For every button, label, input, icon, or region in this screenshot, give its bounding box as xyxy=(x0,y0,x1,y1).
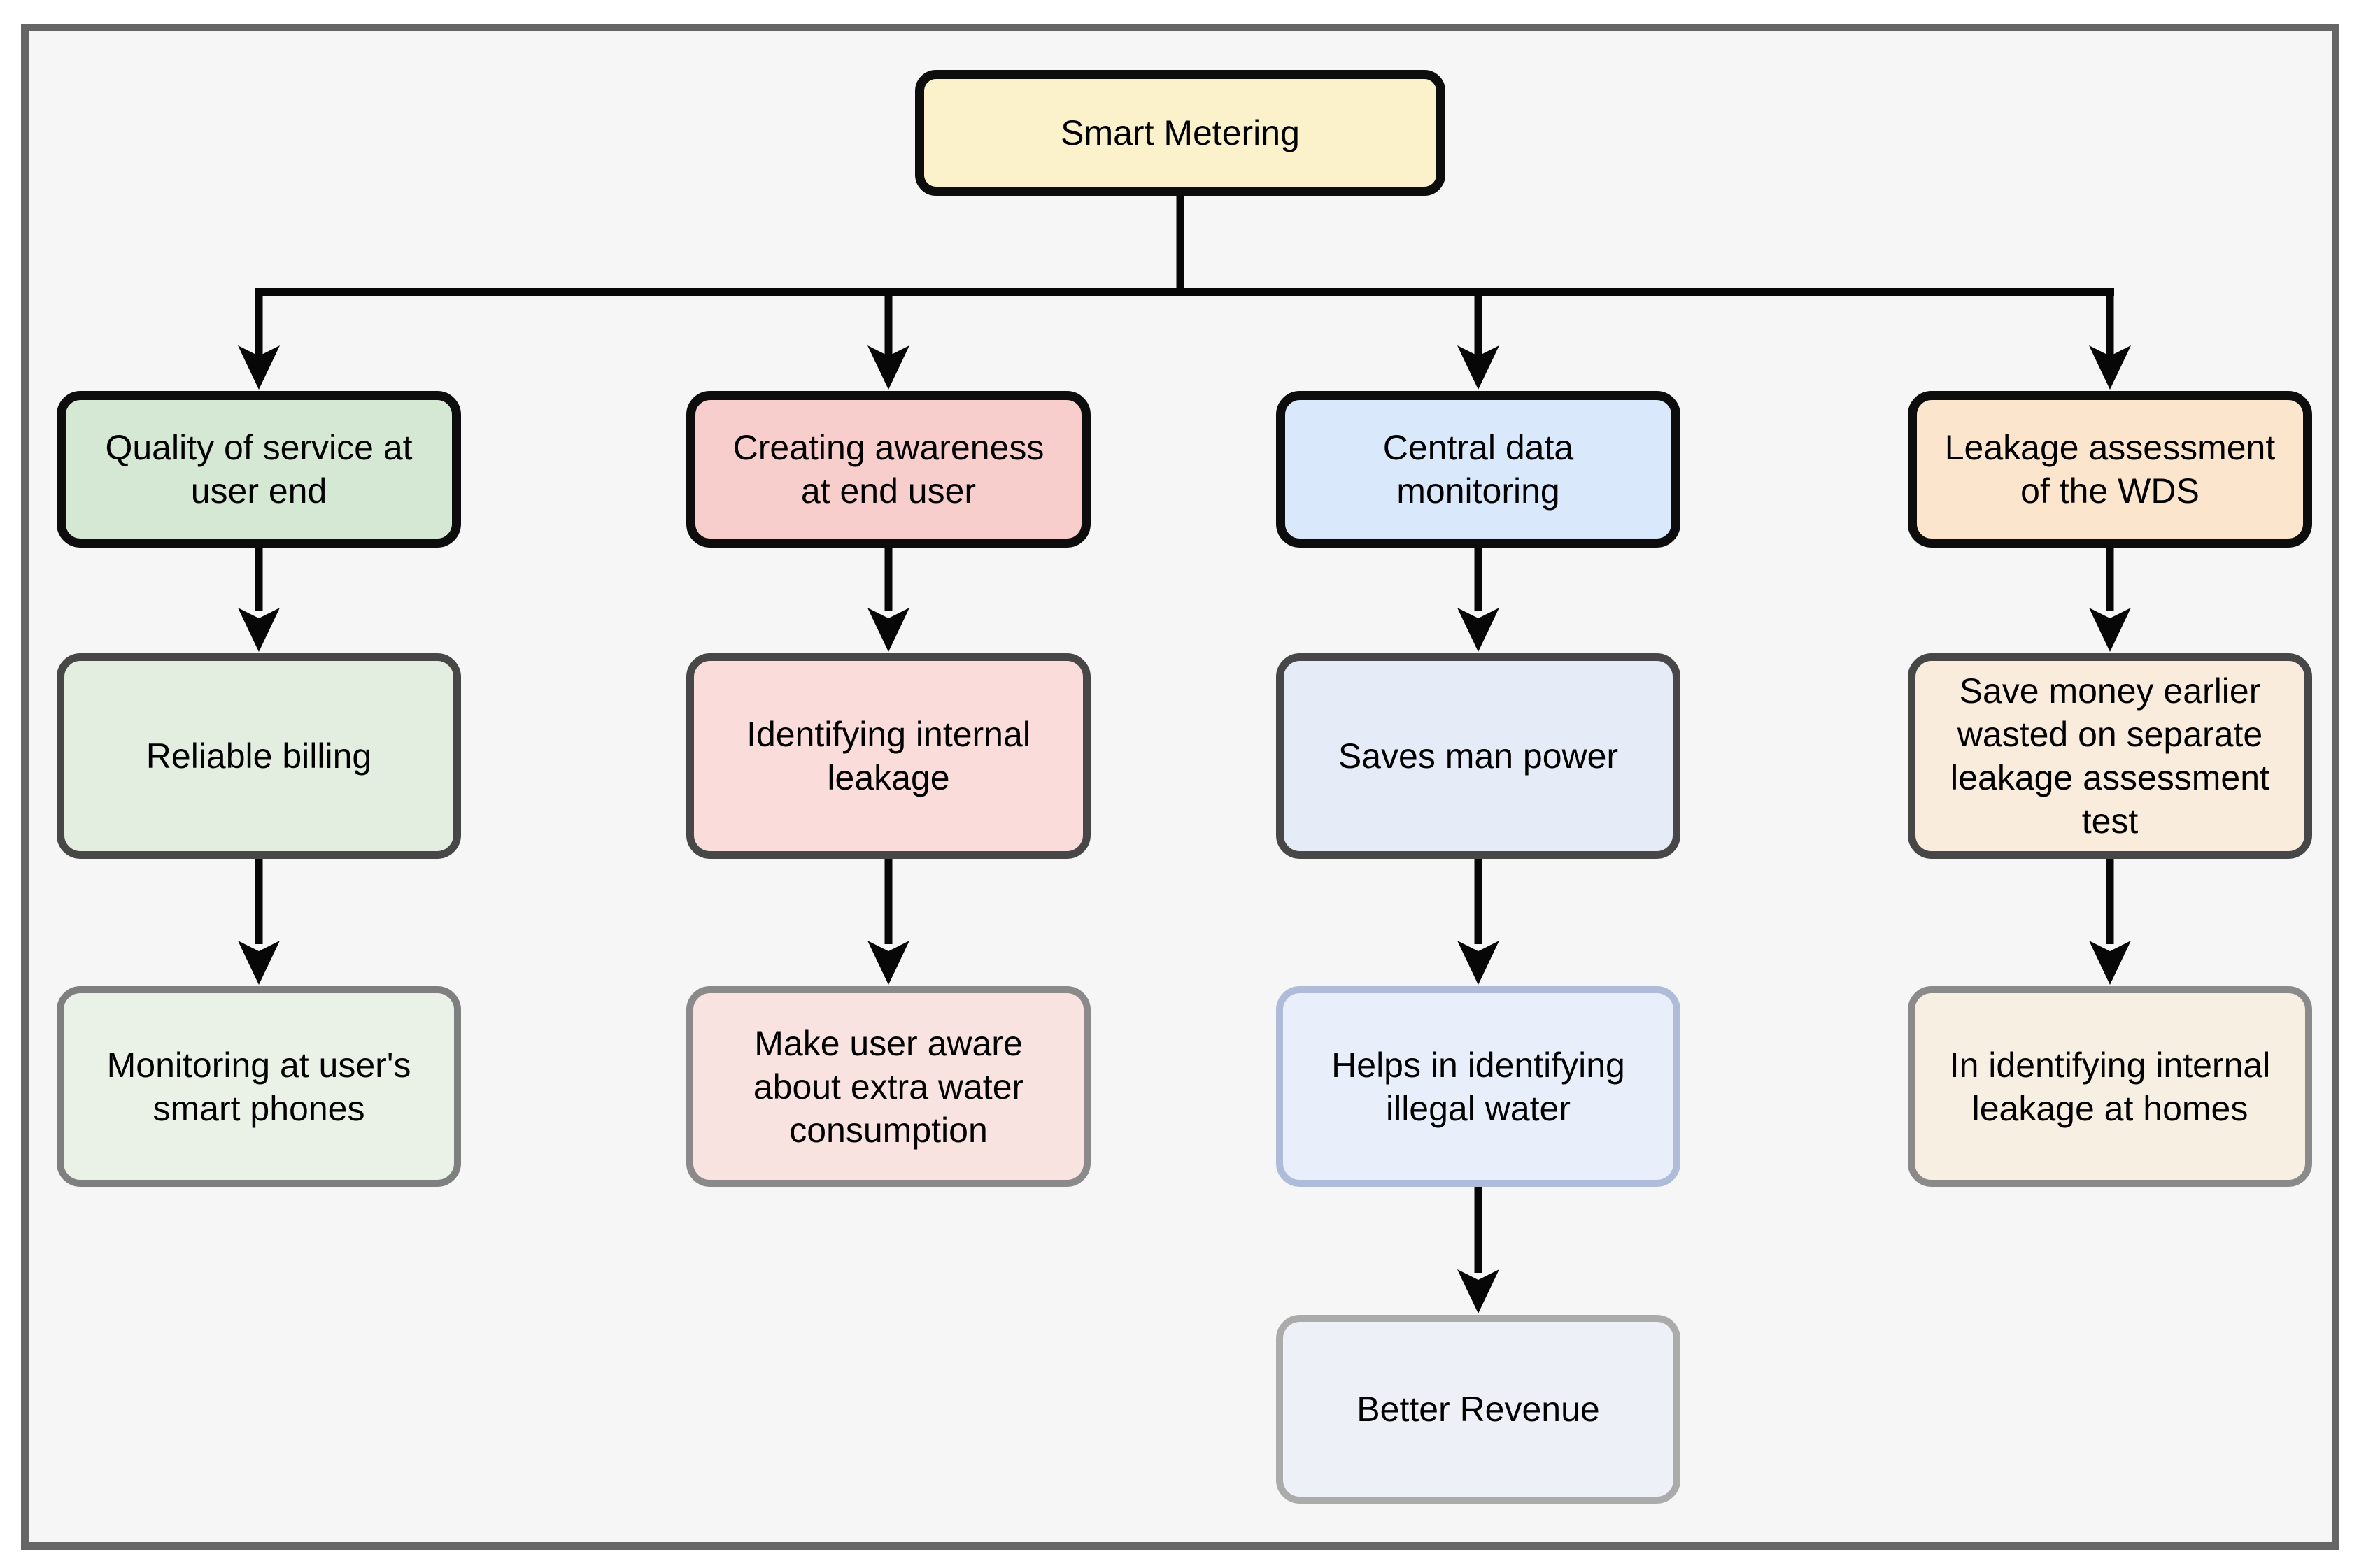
node-smart-metering-label: Smart Metering xyxy=(1061,113,1300,152)
node-smart-metering: Smart Metering xyxy=(915,70,1445,196)
node-central-data-monitoring: Central data monitoring xyxy=(1276,391,1680,548)
node-monitoring-smart-phones: Monitoring at user's smart phones xyxy=(57,986,461,1187)
node-better-revenue: Better Revenue xyxy=(1276,1315,1680,1504)
node-quality-of-service-label: Quality of service at user end xyxy=(105,428,413,511)
node-save-money-label: Save money earlier wasted on separate le… xyxy=(1950,671,2269,841)
node-identifying-internal-leakage: Identifying internal leakage xyxy=(686,653,1091,859)
node-save-money: Save money earlier wasted on separate le… xyxy=(1908,653,2312,859)
node-internal-leakage-homes-label: In identifying internal leakage at homes xyxy=(1949,1045,2271,1128)
node-identifying-internal-leakage-label: Identifying internal leakage xyxy=(746,715,1030,797)
node-extra-water-consumption: Make user aware about extra water consum… xyxy=(686,986,1091,1187)
node-identifying-illegal-water-label: Helps in identifying illegal water xyxy=(1331,1045,1625,1128)
node-monitoring-smart-phones-label: Monitoring at user's smart phones xyxy=(106,1045,411,1128)
node-reliable-billing-label: Reliable billing xyxy=(146,736,372,776)
node-extra-water-consumption-label: Make user aware about extra water consum… xyxy=(753,1023,1024,1150)
node-saves-man-power: Saves man power xyxy=(1276,653,1680,859)
node-identifying-illegal-water: Helps in identifying illegal water xyxy=(1276,986,1680,1187)
node-creating-awareness: Creating awareness at end user xyxy=(686,391,1091,548)
node-creating-awareness-label: Creating awareness at end user xyxy=(732,428,1044,511)
node-saves-man-power-label: Saves man power xyxy=(1338,736,1619,776)
node-internal-leakage-homes: In identifying internal leakage at homes xyxy=(1908,986,2312,1187)
node-reliable-billing: Reliable billing xyxy=(57,653,461,859)
node-leakage-assessment-wds: Leakage assessment of the WDS xyxy=(1908,391,2312,548)
node-leakage-assessment-wds-label: Leakage assessment of the WDS xyxy=(1944,428,2276,511)
node-central-data-monitoring-label: Central data monitoring xyxy=(1382,428,1574,511)
node-quality-of-service: Quality of service at user end xyxy=(57,391,461,548)
node-better-revenue-label: Better Revenue xyxy=(1356,1390,1600,1429)
